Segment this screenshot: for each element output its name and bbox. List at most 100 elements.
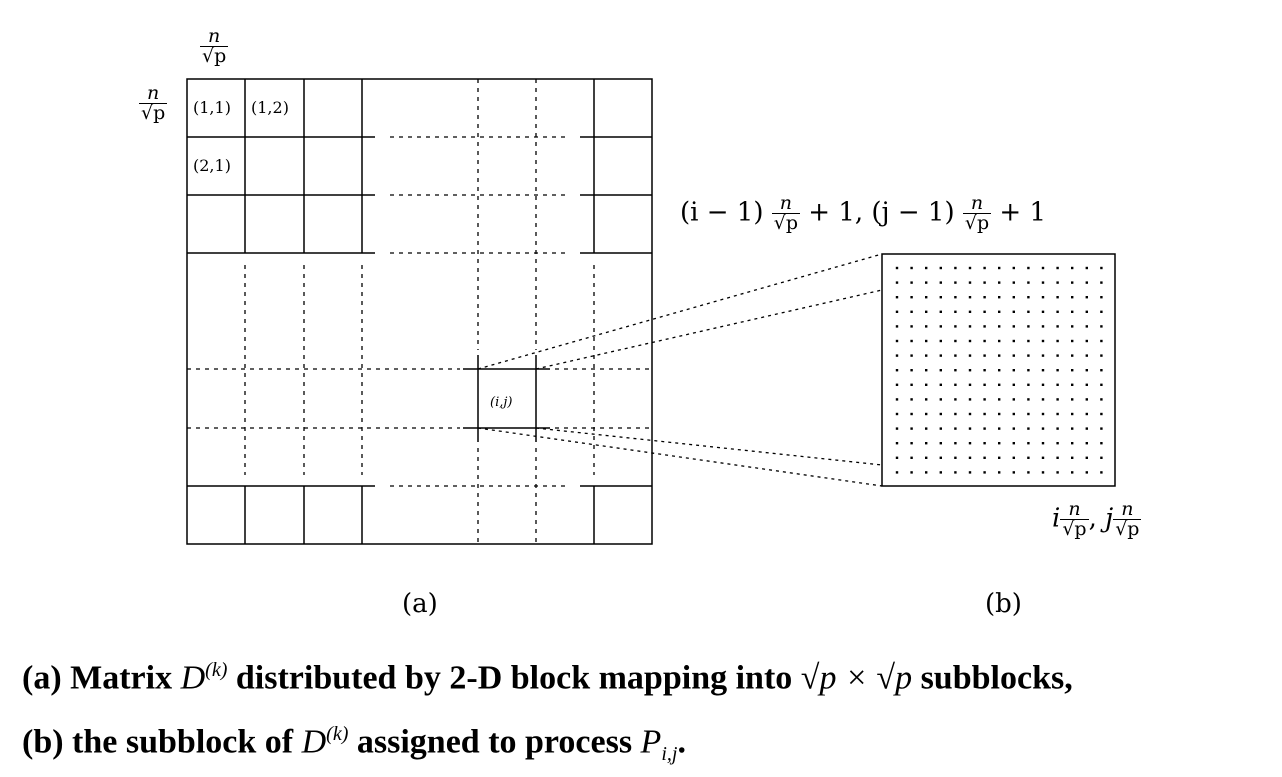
- subblock-element-dot: [983, 442, 986, 445]
- subblock-element-dot: [1100, 325, 1103, 328]
- subblock-element-dot: [1012, 281, 1015, 284]
- subblock-element-dot: [1012, 354, 1015, 357]
- subblock-element-dot: [925, 398, 928, 401]
- subblock-element-dot: [939, 442, 942, 445]
- subblock-element-dot: [1085, 442, 1088, 445]
- subblock-element-dot: [983, 456, 986, 459]
- subblock-element-dot: [925, 266, 928, 270]
- subblock-element-dot: [1041, 456, 1045, 459]
- subblock-element-dot: [998, 442, 1001, 445]
- subblock-element-dot: [1056, 325, 1059, 328]
- subblock-element-dot: [1085, 266, 1088, 270]
- subblock-element-dot: [925, 339, 928, 343]
- subblock-element-dot: [1100, 383, 1103, 386]
- solid-horizontal-lines: [187, 136, 652, 487]
- subblock-element-dot: [1027, 325, 1030, 328]
- subblock-element-dot: [954, 398, 957, 401]
- subblock-element-dot: [1071, 266, 1074, 270]
- subblock-element-dot: [925, 412, 928, 416]
- subblock-element-dot: [939, 398, 942, 401]
- subblock-element-dot: [1041, 281, 1045, 284]
- subblock-element-dot: [910, 456, 913, 459]
- subblock-element-dot: [1100, 310, 1103, 313]
- subblock-element-dot: [1027, 369, 1030, 372]
- subblock-element-dot: [1056, 296, 1059, 299]
- cell-label-1-2: (1,2): [251, 98, 289, 117]
- dashed-horizontal-lines: [187, 136, 652, 487]
- subblock-element-dot: [910, 427, 913, 430]
- subblock-element-dot: [968, 266, 972, 270]
- subblock-element-dot: [939, 281, 942, 284]
- subblock-element-dot: [1041, 369, 1045, 372]
- subblock-element-dot: [998, 369, 1001, 372]
- subblock-element-dot: [895, 427, 899, 430]
- subblock-element-dot: [954, 325, 957, 328]
- subblock-element-dot: [968, 339, 972, 343]
- subblock-element-dot: [1012, 296, 1015, 299]
- subblock-element-dot: [1027, 266, 1030, 270]
- subblock-element-dot: [998, 383, 1001, 386]
- subblock-element-dot: [1056, 369, 1059, 372]
- subblock-element-dot: [1027, 339, 1030, 343]
- subblock-element-dot: [939, 383, 942, 386]
- subblock-element-dot: [1041, 412, 1045, 416]
- subblock-element-dot: [983, 296, 986, 299]
- subblock-element-dot: [1041, 383, 1045, 386]
- subblock-element-dot: [910, 266, 913, 270]
- subblock-element-dot: [939, 310, 942, 313]
- subblock-top-left-coordinate: (i − 1) n√p + 1, (j − 1) n√p + 1: [680, 192, 1047, 234]
- zoom-projection-lines: [477, 253, 883, 487]
- subblock-element-dot: [925, 383, 928, 386]
- subblock-element-dot: [1085, 325, 1088, 328]
- subblock-element-dot: [968, 412, 972, 416]
- subblock-element-dot: [1027, 310, 1030, 313]
- dashed-vertical-lines: [244, 79, 595, 544]
- subblock-element-dot: [895, 354, 899, 357]
- subblock-element-dot: [998, 471, 1001, 474]
- cell-label-1-1: (1,1): [193, 98, 231, 117]
- subblock-element-dot: [1100, 427, 1103, 430]
- subblock-element-dot: [998, 456, 1001, 459]
- subblock-element-dot: [895, 383, 899, 386]
- subblock-element-dot: [983, 383, 986, 386]
- subblock-element-dot: [1056, 398, 1059, 401]
- subblock-element-dot: [1085, 310, 1088, 313]
- subblock-element-dot: [954, 339, 957, 343]
- subblock-element-dot: [939, 339, 942, 343]
- subblock-element-dot: [983, 281, 986, 284]
- subblock-element-dot: [925, 281, 928, 284]
- subblock-element-dot: [1041, 354, 1045, 357]
- subblock-element-dot: [1056, 354, 1059, 357]
- subblock-element-dot: [1085, 339, 1088, 343]
- subblock-element-dot: [954, 383, 957, 386]
- subblock-element-dot: [1041, 339, 1045, 343]
- subblock-element-dot: [968, 398, 972, 401]
- subblock-element-dot: [939, 325, 942, 328]
- subblock-element-dot: [1012, 398, 1015, 401]
- subblock-element-dot: [1027, 471, 1030, 474]
- subblock-element-dot: [1041, 310, 1045, 313]
- subblock-element-dot: [895, 398, 899, 401]
- subblock-element-dot: [1041, 471, 1045, 474]
- subblock-element-dot: [895, 369, 899, 372]
- cell-label-i-j: (i,j): [490, 395, 513, 410]
- subblock-element-dot: [895, 339, 899, 343]
- subblock-element-dot: [968, 296, 972, 299]
- subblock-element-dot: [1085, 383, 1088, 386]
- subblock-element-dot: [939, 471, 942, 474]
- subblock-element-dot: [939, 412, 942, 416]
- subblock-element-dot: [998, 339, 1001, 343]
- subblock-element-dot: [954, 471, 957, 474]
- subblock-element-dot: [1100, 442, 1103, 445]
- subblock-element-dot: [1071, 442, 1074, 445]
- subblock-element-dot: [895, 325, 899, 328]
- subblock-element-dot: [939, 427, 942, 430]
- subblock-element-dot: [954, 354, 957, 357]
- subblock-element-dot: [1085, 412, 1088, 416]
- subblock-element-dot: [895, 266, 899, 270]
- subblock-element-dot: [1100, 281, 1103, 284]
- subblock-element-dot: [1012, 310, 1015, 313]
- subblock-element-dot: [998, 325, 1001, 328]
- subblock-element-dot: [983, 369, 986, 372]
